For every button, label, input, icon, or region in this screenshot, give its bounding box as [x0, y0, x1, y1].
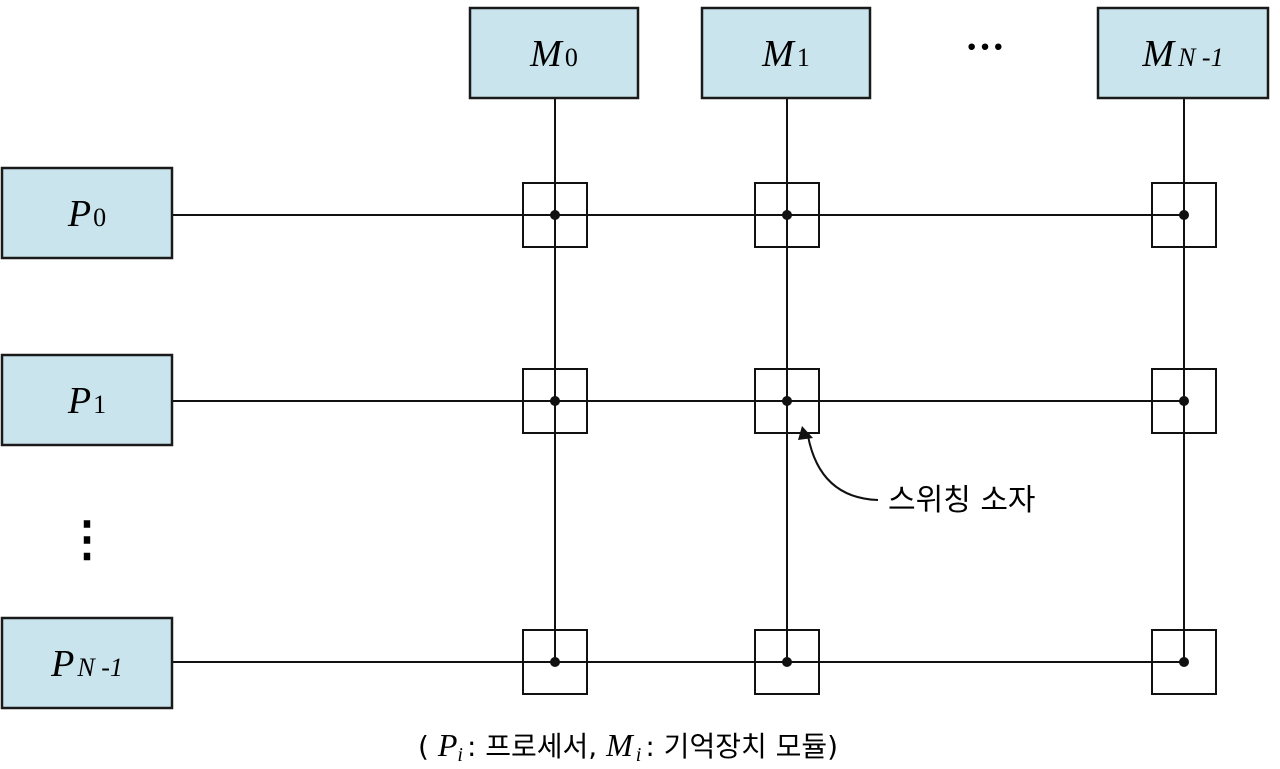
switch-node-0-1 — [782, 210, 792, 220]
switch-node-0-2 — [1179, 210, 1189, 220]
processor-1: P1 — [0, 353, 174, 447]
switch-node-2-1 — [782, 657, 792, 667]
switch-node-0-0 — [550, 210, 560, 220]
processor-0: P0 — [0, 166, 174, 260]
switch-callout-arrow — [807, 435, 879, 501]
memory-box — [700, 6, 872, 100]
memory-ellipsis: ··· — [965, 24, 1005, 69]
switch-box-1-1 — [754, 368, 820, 434]
switch-box-1-0 — [522, 368, 588, 434]
processor-box — [0, 353, 174, 447]
switch-node-1-2 — [1179, 396, 1189, 406]
switch-box-2-2 — [1151, 629, 1217, 695]
processor-label: P0 — [67, 193, 106, 235]
switch-box-0-0 — [522, 182, 588, 248]
switch-box-2-1 — [754, 629, 820, 695]
processor-box — [0, 166, 174, 260]
switch-grid — [522, 182, 1217, 695]
switch-node-1-1 — [782, 396, 792, 406]
bus-lines — [172, 98, 1185, 663]
memory-box — [1096, 6, 1270, 100]
switch-node-2-0 — [550, 657, 560, 667]
switch-label: 스위칭 소자 — [888, 483, 1036, 518]
switch-callout-arrowhead — [798, 426, 813, 440]
memory-box — [468, 6, 640, 100]
processor-box — [0, 616, 174, 710]
processor-ellipsis: ⋮ — [63, 513, 111, 566]
switch-box-0-2 — [1151, 182, 1217, 248]
processor-label: P1 — [67, 380, 106, 422]
switch-box-0-1 — [754, 182, 820, 248]
switch-box-2-0 — [522, 629, 588, 695]
switch-box-1-2 — [1151, 368, 1217, 434]
switch-node-1-0 — [550, 396, 560, 406]
switch-node-2-2 — [1179, 657, 1189, 667]
